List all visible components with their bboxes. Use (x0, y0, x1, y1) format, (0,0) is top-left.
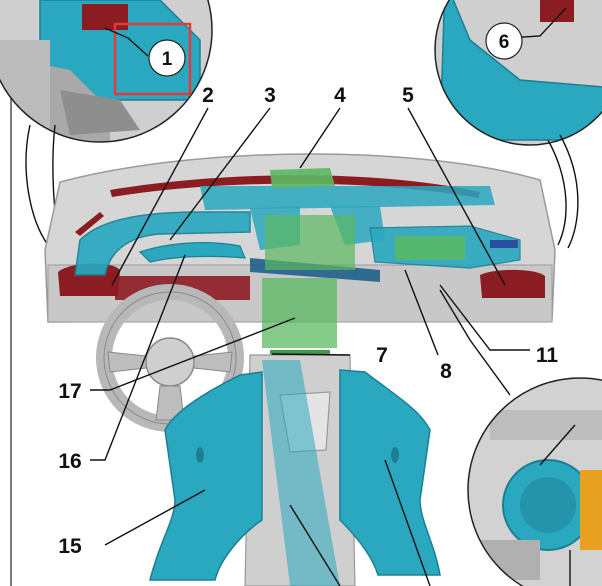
callout-7: 7 (376, 344, 388, 367)
inset-top-left-border (0, 0, 213, 143)
footwell-ducts (149, 369, 441, 581)
inset-bottom-right-border (467, 377, 602, 586)
inset-connector (547, 139, 567, 246)
highlight-box (113, 22, 192, 96)
inset-top-right-border (434, 0, 602, 146)
inset-connector (559, 134, 579, 249)
callout-4: 4 (334, 84, 346, 107)
inset-connector (25, 124, 49, 246)
callout-6-text: 6 (499, 32, 510, 53)
green-modules (262, 168, 355, 358)
leader-lines (90, 7, 576, 586)
callout-16: 16 (58, 450, 81, 473)
callout-15: 15 (58, 535, 82, 558)
callout-2: 2 (202, 84, 214, 107)
callout-11: 11 (536, 344, 559, 367)
inset-bottom-right (468, 378, 602, 586)
callout-1: 1 (148, 39, 186, 77)
center-console (244, 354, 356, 586)
callout-1-text: 1 (162, 49, 173, 70)
callout-17: 17 (58, 380, 81, 403)
callout-6: 6 (485, 22, 523, 60)
callout-3: 3 (264, 84, 276, 107)
callout-5: 5 (402, 84, 414, 107)
callout-8: 8 (440, 360, 452, 383)
